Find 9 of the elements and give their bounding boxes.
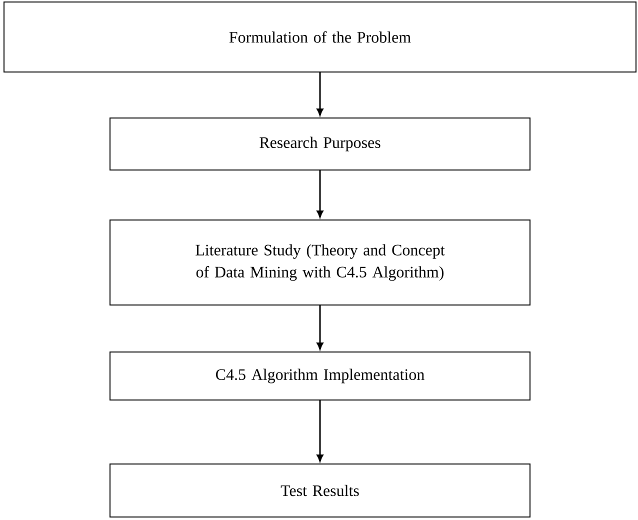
arrow — [316, 400, 324, 462]
process-box: C4.5 Algorithm Implementation — [110, 352, 530, 400]
process-box: Literature Study (Theory and Concept of Data Mining with C4.5 Algorithm) — [110, 220, 530, 306]
process-box: Formulation of the Problem — [4, 2, 636, 72]
arrow — [316, 170, 324, 218]
arrow — [316, 72, 324, 116]
arrow — [316, 306, 324, 350]
process-box: Research Purposes — [110, 118, 530, 170]
process-box: Test Results — [110, 464, 530, 518]
